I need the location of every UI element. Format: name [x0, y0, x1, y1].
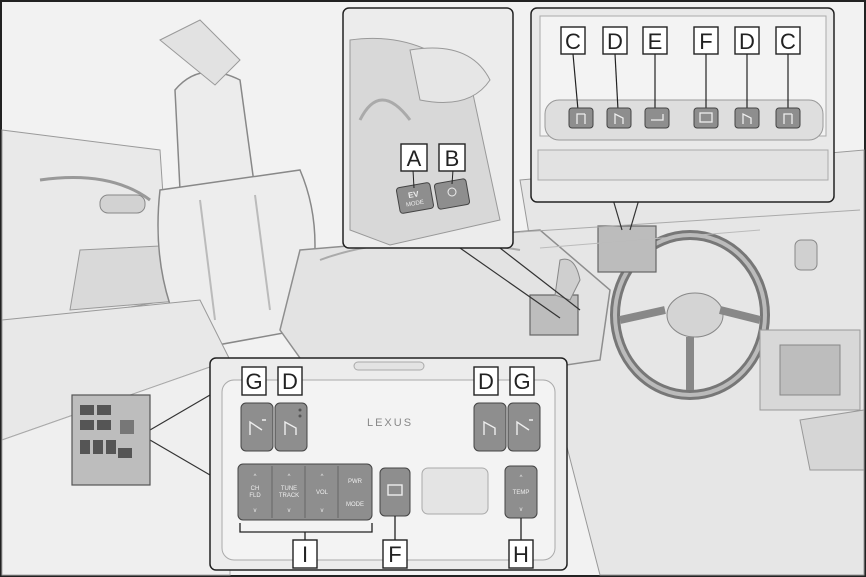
lexus-logo-text: LEXUS [367, 417, 413, 429]
svg-text:I: I [302, 542, 308, 567]
chevron-up-icon: ^ [254, 474, 257, 480]
svg-text:A: A [407, 146, 422, 171]
svg-text:D: D [739, 29, 755, 54]
temperature-button[interactable]: ^ TEMP v [505, 466, 537, 518]
svg-text:C: C [780, 29, 796, 54]
svg-text:D: D [607, 29, 623, 54]
svg-text:VOL: VOL [316, 490, 329, 496]
inset-console-buttons: EV MODE A B [343, 8, 513, 248]
label-C-right: C [776, 27, 800, 54]
svg-text:CH: CH [251, 486, 260, 492]
chevron-up-icon: ^ [288, 474, 291, 480]
svg-text:G: G [245, 369, 262, 394]
svg-text:H: H [513, 542, 529, 567]
audio-controls: ^ CH FLD v ^ TUNE TRACK v ^ VOL v PWR MO… [238, 464, 372, 520]
seat-ventilation-button-right[interactable] [776, 108, 800, 128]
inset-overhead-switches: C D E F D C [531, 8, 834, 202]
steering-heater-button[interactable] [645, 108, 669, 128]
armrest-thumbnail [72, 395, 150, 485]
label-D-right: D [735, 27, 759, 54]
chevron-down-icon: v [288, 508, 291, 514]
label-A: A [401, 144, 427, 171]
seat-heater-button-armrest-left[interactable] [275, 403, 307, 451]
svg-text:B: B [445, 146, 460, 171]
seat-ventilation-button-left[interactable] [569, 108, 593, 128]
touchpad[interactable] [422, 468, 488, 514]
svg-text:F: F [388, 542, 401, 567]
recline-button-left[interactable] [241, 403, 273, 451]
chevron-down-icon: v [254, 508, 257, 514]
svg-text:TUNE: TUNE [281, 486, 297, 492]
svg-text:TRACK: TRACK [279, 493, 299, 499]
label-I: I [293, 540, 317, 568]
label-D-armrest-right: D [474, 367, 498, 395]
chevron-down-icon: v [321, 508, 324, 514]
console-switch-area-highlight [530, 295, 578, 335]
seat-heater-button-armrest-right[interactable] [474, 403, 506, 451]
chevron-down-icon: v [520, 507, 523, 513]
label-D-armrest-left: D [278, 367, 302, 395]
ev-mode-button[interactable]: EV MODE [396, 182, 434, 214]
screen-button-armrest[interactable] [380, 468, 410, 516]
label-F-bottom: F [383, 540, 407, 568]
svg-text:C: C [565, 29, 581, 54]
seat-heater-button-right[interactable] [735, 108, 759, 128]
svg-text:PWR: PWR [348, 479, 363, 485]
svg-text:G: G [513, 369, 530, 394]
svg-text:F: F [699, 29, 712, 54]
svg-text:TEMP: TEMP [513, 490, 530, 496]
overhead-switch-area-highlight [598, 226, 656, 272]
chevron-up-icon: ^ [321, 474, 324, 480]
label-H: H [509, 540, 533, 568]
seat-heater-button-left[interactable] [607, 108, 631, 128]
label-F-top: F [694, 27, 718, 54]
label-C-left: C [561, 27, 585, 54]
svg-text:D: D [282, 369, 298, 394]
inset-armrest-panel: LEXUS G D D G [210, 358, 567, 570]
recline-button-right[interactable] [508, 403, 540, 451]
svg-text:D: D [478, 369, 494, 394]
chevron-up-icon: ^ [520, 475, 523, 481]
label-D-left: D [603, 27, 627, 54]
screen-button-top[interactable] [694, 108, 718, 128]
label-G-right: G [510, 367, 534, 395]
svg-text:E: E [648, 29, 663, 54]
label-B: B [439, 144, 465, 171]
label-G-left: G [242, 367, 266, 395]
svg-text:MODE: MODE [346, 502, 364, 508]
label-E: E [643, 27, 667, 54]
svg-text:FLD: FLD [249, 493, 261, 499]
